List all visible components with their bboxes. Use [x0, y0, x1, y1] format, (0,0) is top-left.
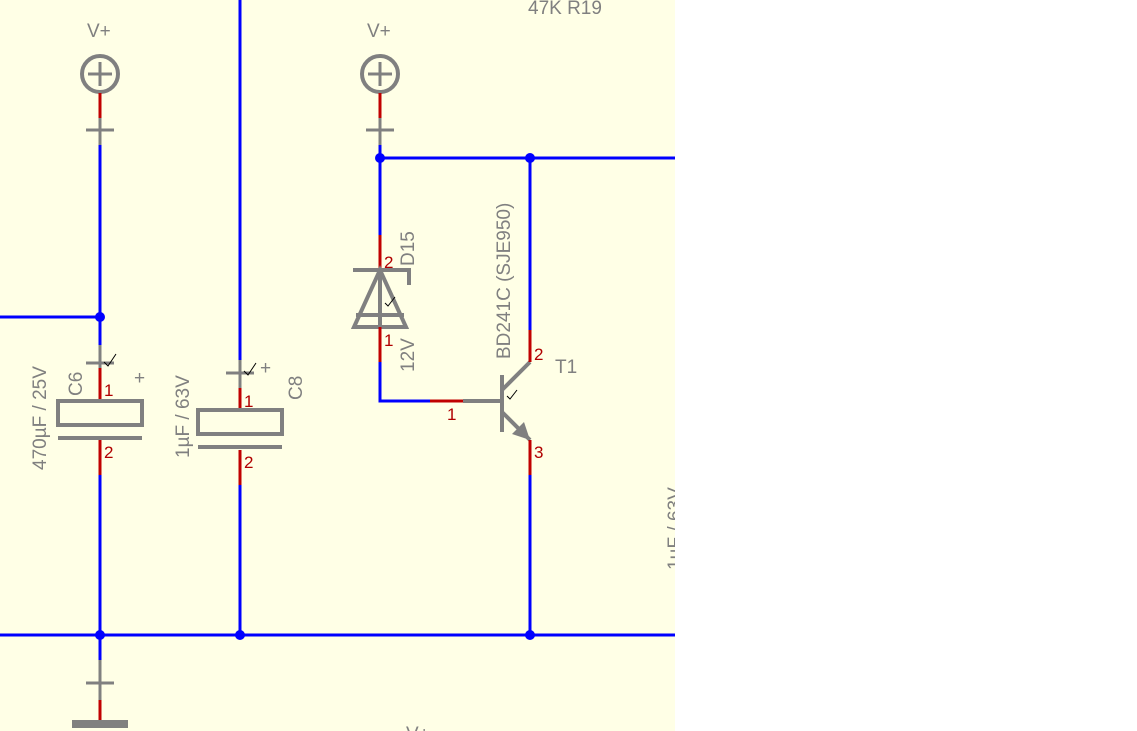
component-name: C6 [66, 372, 87, 396]
power-symbol-vplus-left[interactable]: V+ [80, 21, 120, 145]
power-label-partial: V+ [406, 724, 430, 731]
polarity-label: + [134, 368, 145, 389]
pin-label: 2 [104, 443, 113, 462]
component-value: BD241C (SJE950) [494, 203, 515, 359]
power-symbol-vplus-right[interactable]: V+ [360, 21, 400, 145]
pin-label: 2 [244, 453, 253, 472]
component-name: T1 [555, 357, 577, 378]
pin-label: 1 [384, 331, 393, 350]
junction-dot [235, 630, 245, 640]
wire[interactable] [0, 145, 102, 345]
pin-label: 1 [447, 405, 456, 424]
blank-area [675, 0, 1137, 731]
r19-partial-label: 47K R19 [528, 0, 602, 19]
junction-dot [95, 312, 105, 322]
transistor-t1[interactable]: 1 2 3 T1 BD241C (SJE950) [430, 203, 577, 475]
capacitor-c6[interactable]: 1 2 + C6 470µF / 25V [30, 345, 145, 475]
junction-dot [95, 630, 105, 640]
pin-label: 2 [384, 253, 393, 272]
component-name: D15 [398, 231, 419, 266]
junction-dot [375, 153, 385, 163]
pin-label: 2 [534, 345, 543, 364]
capacitor-c8[interactable]: 1 2 + C8 1µF / 63V [173, 358, 307, 485]
junction-dot [525, 153, 535, 163]
pin-label: 3 [534, 443, 543, 462]
power-circle-icon [80, 54, 120, 94]
power-circle-icon [360, 54, 400, 94]
wire[interactable] [378, 362, 430, 403]
pin-label: 1 [104, 381, 113, 400]
power-label: V+ [87, 21, 111, 42]
ground-symbol[interactable] [72, 660, 128, 728]
component-value: 1µF / 63V [173, 375, 194, 458]
npn-transistor-icon [463, 360, 532, 442]
ground-icon [72, 720, 128, 728]
zener-diode-d15[interactable]: 2 1 D15 12V [350, 231, 419, 372]
pin-label: 1 [244, 392, 253, 411]
polarity-label: + [260, 358, 271, 379]
component-value: 470µF / 25V [30, 366, 51, 470]
schematic-background [0, 0, 675, 731]
component-value: 12V [398, 338, 419, 372]
component-name: C8 [286, 376, 307, 400]
power-label: V+ [367, 21, 391, 42]
